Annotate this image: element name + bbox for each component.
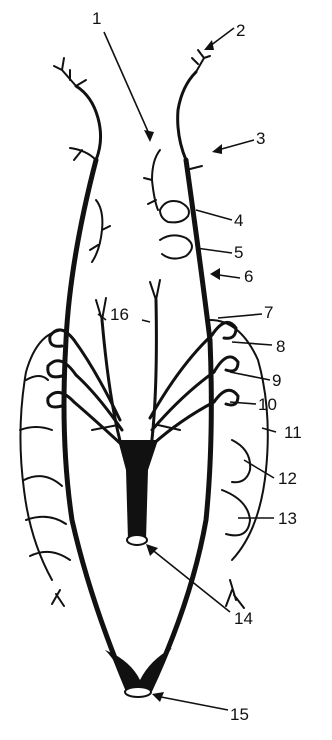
label-1: 1 <box>92 10 101 27</box>
label-13: 13 <box>278 510 297 527</box>
pointer-1 <box>104 32 150 136</box>
pointer-1-head <box>144 130 154 142</box>
trunk-opening <box>127 535 147 545</box>
pointer-6-head <box>210 268 220 280</box>
arch-loop-left-3 <box>48 392 74 407</box>
pointer-3-head <box>212 144 222 154</box>
label-12: 12 <box>278 470 297 487</box>
inner-loop-right <box>160 201 189 222</box>
label-9: 9 <box>272 372 281 389</box>
pointer-14 <box>150 548 230 612</box>
pointer-11 <box>262 428 276 432</box>
pointer-14-head <box>146 544 158 556</box>
label-7: 7 <box>264 304 273 321</box>
inner-loop-right-2 <box>160 235 192 258</box>
label-16: 16 <box>110 306 129 323</box>
label-6: 6 <box>244 268 253 285</box>
label-5: 5 <box>234 244 243 261</box>
label-4: 4 <box>234 212 243 229</box>
pointer-16-right <box>142 320 150 322</box>
head-vessel-right <box>178 72 196 160</box>
label-8: 8 <box>276 338 285 355</box>
pointer-3 <box>218 140 254 150</box>
label-10: 10 <box>258 396 277 413</box>
label-11: 11 <box>284 424 302 441</box>
arch-loop-left-2 <box>48 361 76 377</box>
arch-loop-right-1 <box>212 322 236 338</box>
label-14: 14 <box>234 610 253 627</box>
pointer-8 <box>232 342 272 345</box>
pointer-lines <box>98 28 276 710</box>
arch-loop-right-2 <box>214 357 238 372</box>
pointer-15 <box>156 696 228 710</box>
pointer-2-head <box>204 40 214 50</box>
dorsal-aorta-opening <box>125 687 151 697</box>
central-branch-right-1 <box>150 300 156 455</box>
tip-top-right <box>192 50 210 72</box>
central-branch-right-2 <box>152 402 214 445</box>
pointer-2 <box>210 28 234 46</box>
pointer-5 <box>196 248 232 253</box>
central-branch-left-3 <box>76 375 122 430</box>
pointer-4 <box>196 210 232 220</box>
pointer-9 <box>230 372 270 380</box>
label-3: 3 <box>256 130 265 147</box>
central-branch-right-4 <box>150 335 212 418</box>
head-vessel-left <box>76 86 101 160</box>
tip-top-left <box>54 58 86 86</box>
label-15: 15 <box>230 706 249 723</box>
label-2: 2 <box>236 22 245 39</box>
pointer-7 <box>218 314 262 318</box>
branch-tip-right <box>150 280 160 300</box>
